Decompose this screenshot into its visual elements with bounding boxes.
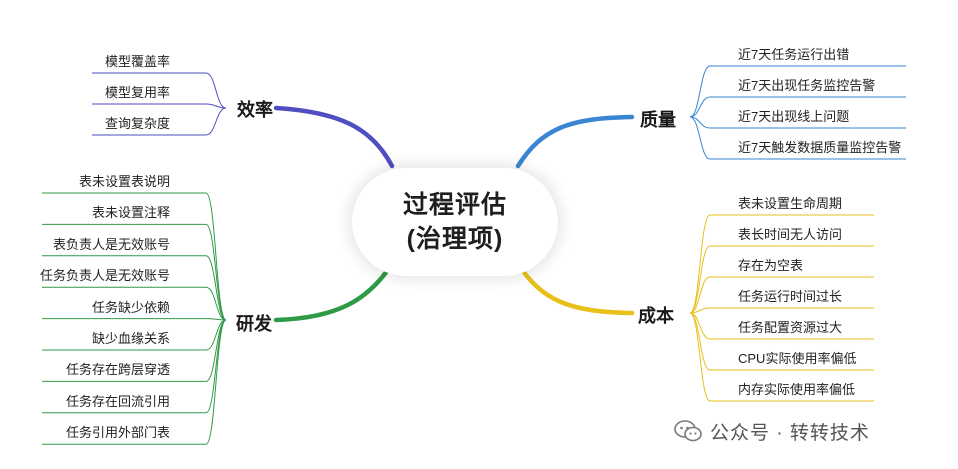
leaf-connector-rd [205, 223, 227, 321]
leaf-connector-cost [689, 312, 711, 402]
leaf-cost-5: 任务配置资源过大 [738, 320, 843, 335]
leaf-cost-1: 表未设置生命周期 [738, 196, 843, 211]
leaf-rd-7: 任务存在跨层穿透 [65, 362, 170, 378]
leaf-efficiency-2: 模型复用率 [104, 85, 170, 100]
leaf-rd-3: 表负责人是无效账号 [52, 236, 170, 252]
leaf-cost-3: 存在为空表 [738, 258, 804, 273]
branch-quality: 质量 [640, 110, 676, 130]
leaf-connector-efficiency [205, 72, 227, 109]
leaf-quality-3: 近7天出现线上问题 [738, 109, 850, 124]
branch-efficiency: 效率 [237, 100, 273, 120]
leaf-quality-4: 近7天触发数据质量监控告警 [738, 140, 902, 155]
leaf-connector-quality [689, 96, 711, 118]
leaf-rd-8: 任务存在回流引用 [65, 393, 170, 409]
leaf-connector-cost [689, 307, 711, 314]
leaf-quality-2: 近7天出现任务监控告警 [738, 78, 876, 93]
leaf-connector-cost [689, 245, 711, 314]
leaf-rd-9: 任务引用外部门表 [65, 425, 170, 441]
leaf-connector-rd [205, 319, 227, 382]
leaf-connector-rd [205, 318, 227, 321]
watermark: 公众号 · 转转技术 [674, 418, 870, 444]
leaf-efficiency-1: 模型覆盖率 [104, 54, 170, 69]
leaf-rd-4: 任务负责人是无效账号 [39, 268, 170, 284]
leaf-connector-efficiency [205, 103, 227, 109]
leaf-rd-5: 任务缺少依赖 [91, 299, 170, 315]
connector-quality [515, 114, 635, 169]
leaf-rd-1: 表未设置表说明 [78, 174, 170, 189]
branch-rd: 研发 [236, 314, 272, 334]
central-topic-subtitle: (治理项) [406, 225, 504, 253]
leaf-cost-4: 任务运行时间过长 [738, 289, 843, 304]
leaf-rd-6: 缺少血缘关系 [91, 331, 170, 346]
leaf-cost-2: 表长时间无人访问 [738, 227, 843, 242]
leaf-connector-cost [689, 276, 711, 314]
leaf-connector-rd [205, 192, 227, 321]
leaf-efficiency-3: 查询复杂度 [104, 116, 170, 131]
leaf-connector-quality [689, 116, 711, 160]
leaf-quality-1: 近7天任务运行出错 [738, 47, 850, 62]
leaf-connector-rd [205, 286, 227, 321]
watermark-text: 公众号 · 转转技术 [710, 422, 870, 444]
branch-cost: 成本 [638, 306, 674, 326]
leaf-connector-rd [205, 319, 227, 445]
leaf-connector-quality [689, 65, 711, 118]
leaf-rd-2: 表未设置注释 [91, 205, 170, 221]
leaf-connector-cost [689, 312, 711, 371]
central-topic: 过程评估 (治理项) [352, 168, 558, 276]
leaf-cost-6: CPU实际使用率偏低 [738, 351, 857, 366]
connector-cost [515, 261, 635, 316]
connector-efficiency [273, 105, 395, 169]
leaf-connector-cost [689, 214, 711, 314]
central-topic-title: 过程评估 [402, 191, 507, 219]
leaf-connector-efficiency [205, 107, 227, 136]
connector-rd [273, 261, 395, 323]
leaf-cost-7: 内存实际使用率偏低 [738, 382, 856, 397]
leaf-connector-rd [205, 255, 227, 321]
wechat-icon [674, 420, 702, 442]
